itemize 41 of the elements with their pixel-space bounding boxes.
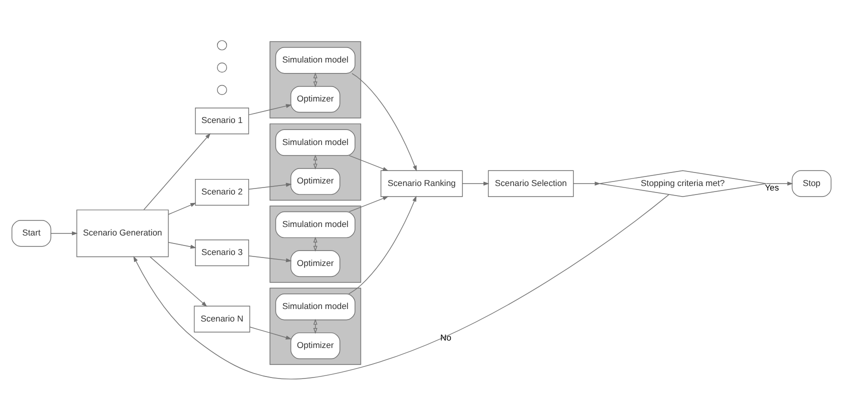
arrow [133, 194, 670, 379]
edge-label: Yes [764, 182, 779, 192]
arrow [168, 241, 196, 248]
arrow [143, 132, 211, 210]
cluster [270, 205, 362, 282]
cluster [270, 40, 362, 118]
cluster [270, 122, 362, 200]
node-box: Scenario N [194, 305, 250, 332]
node-box: Scenario 1 [194, 107, 250, 134]
node-box: Start [12, 220, 52, 246]
arrow [168, 202, 196, 214]
arrow [50, 230, 78, 235]
cluster [270, 287, 362, 364]
arrow [150, 256, 208, 306]
node-circle [216, 62, 228, 72]
node-box: Simulation model [275, 210, 356, 238]
arrow [462, 181, 490, 186]
node-box: Simulation model [275, 46, 356, 74]
arrow [248, 182, 292, 190]
node-box: Optimizer [290, 168, 340, 194]
node-box: Simulation model [275, 293, 356, 320]
node-box: Scenario 3 [194, 238, 250, 266]
arrow [348, 196, 389, 212]
node-box: Simulation model [275, 128, 356, 156]
arrow [249, 326, 292, 339]
edge-label: No [440, 332, 452, 342]
node-box: Scenario 2 [194, 178, 250, 206]
node-diamond: Stopping criteria met? [599, 170, 766, 196]
arrow [248, 104, 292, 115]
node-circle [216, 40, 228, 50]
node-box: Optimizer [290, 250, 340, 276]
arrow [248, 255, 292, 262]
node-circle [216, 84, 228, 94]
arrow [766, 181, 794, 186]
node-box: Scenario Generation [76, 209, 169, 257]
node-box: Scenario Selection [488, 170, 574, 196]
node-box: Optimizer [290, 332, 340, 359]
node-box: Optimizer [290, 85, 340, 112]
node-box: Stop [792, 170, 832, 196]
arrow [573, 181, 601, 186]
node-box: Scenario Ranking [380, 170, 463, 196]
